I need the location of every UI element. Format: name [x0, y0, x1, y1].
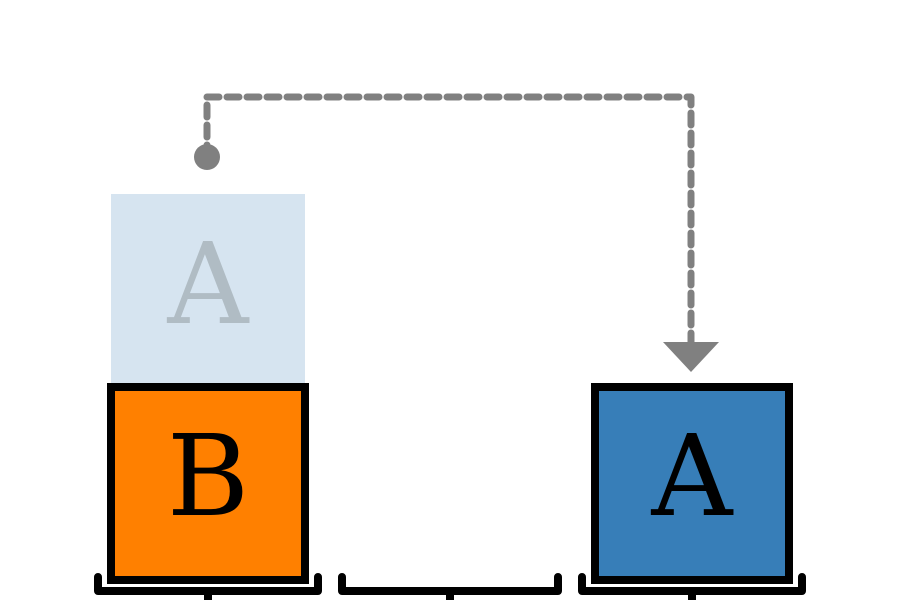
block-a: A — [591, 383, 793, 584]
block-b-label: B — [167, 412, 249, 542]
ghost-block-a-label: A — [167, 220, 250, 350]
block-b-rect — [107, 383, 309, 584]
slot-2-bracket — [338, 573, 562, 600]
move-arrow — [194, 93, 719, 372]
move-arrow-path — [203, 93, 695, 349]
ghost-block-a: A — [111, 194, 305, 386]
table-slots — [94, 573, 806, 600]
ghost-block-a-rect — [111, 194, 305, 386]
block-a-label: A — [651, 412, 734, 542]
block-b: B — [107, 383, 309, 584]
slot-3-bracket — [578, 573, 806, 600]
slot-1-bracket — [94, 573, 322, 600]
block-a-rect — [591, 383, 793, 584]
move-arrow-head — [663, 342, 719, 372]
